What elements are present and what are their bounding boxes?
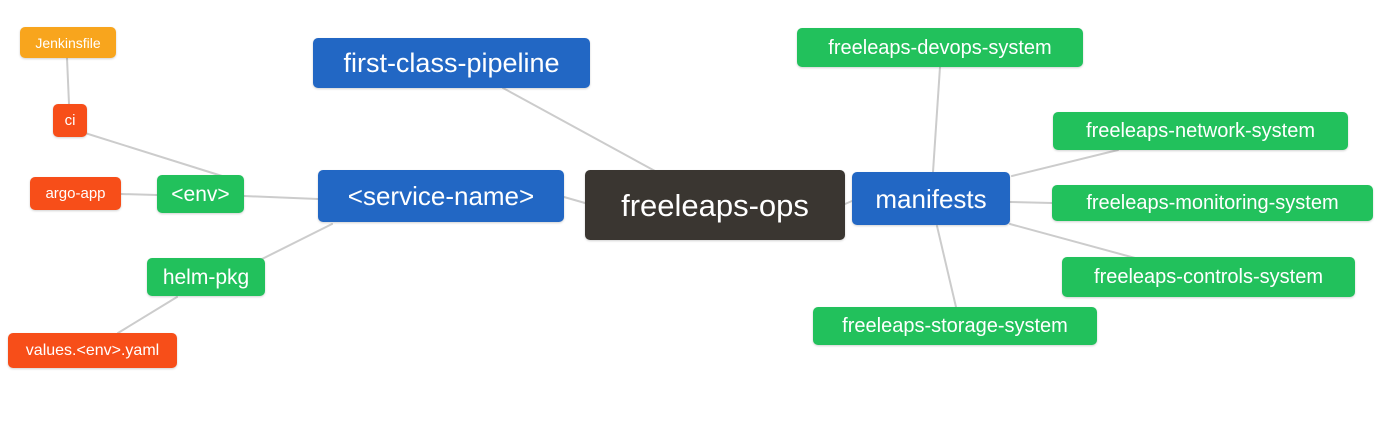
node-freeleaps-network-system[interactable]: freeleaps-network-system <box>1053 112 1348 150</box>
node-freeleaps-devops-system[interactable]: freeleaps-devops-system <box>797 28 1083 67</box>
edge-env-to-service-name <box>243 195 319 200</box>
node-first-class-pipeline[interactable]: first-class-pipeline <box>313 38 590 88</box>
node-argo-app[interactable]: argo-app <box>30 177 121 210</box>
node-service-name[interactable]: <service-name> <box>318 170 564 222</box>
node-env[interactable]: <env> <box>157 175 244 213</box>
node-freeleaps-ops[interactable]: freeleaps-ops <box>585 170 845 240</box>
node-manifests[interactable]: manifests <box>852 172 1010 225</box>
node-freeleaps-controls-system[interactable]: freeleaps-controls-system <box>1062 257 1355 297</box>
node-jenkinsfile[interactable]: Jenkinsfile <box>20 27 116 58</box>
edge-service-name-to-freeleaps-ops <box>563 196 586 204</box>
node-freeleaps-storage-system[interactable]: freeleaps-storage-system <box>813 307 1097 345</box>
edge-first-class-pipeline-to-freeleaps-ops <box>502 87 656 172</box>
edge-values-env-yaml-to-helm-pkg <box>117 296 178 334</box>
edge-manifests-to-freeleaps-controls-system <box>1009 223 1136 259</box>
edge-manifests-to-freeleaps-network-system <box>1011 149 1119 177</box>
edge-freeleaps-ops-to-manifests <box>844 200 853 205</box>
edge-manifests-to-freeleaps-monitoring-system <box>1009 201 1053 204</box>
edge-ci-to-env <box>84 132 223 177</box>
edge-manifests-to-freeleaps-devops-system <box>932 66 941 173</box>
edge-manifests-to-freeleaps-storage-system <box>936 225 957 308</box>
edge-helm-pkg-to-service-name <box>261 223 333 260</box>
edge-jenkinsfile-to-ci <box>66 57 70 105</box>
node-ci[interactable]: ci <box>53 104 87 137</box>
node-helm-pkg[interactable]: helm-pkg <box>147 258 265 296</box>
node-values-env-yaml[interactable]: values.<env>.yaml <box>8 333 177 368</box>
node-freeleaps-monitoring-system[interactable]: freeleaps-monitoring-system <box>1052 185 1373 221</box>
edge-argo-app-to-env <box>120 193 158 196</box>
